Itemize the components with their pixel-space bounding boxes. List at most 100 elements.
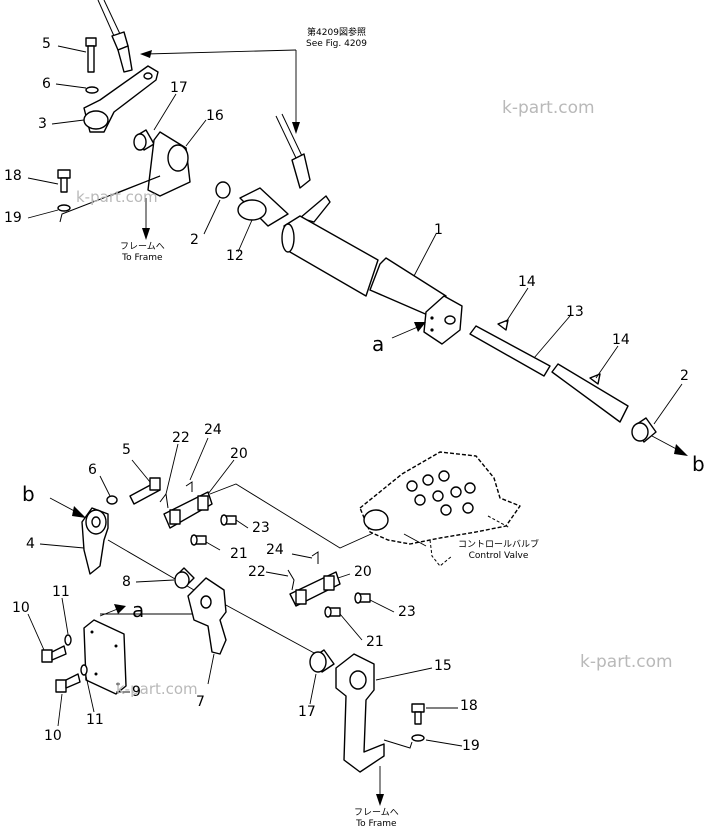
washer-19-upper xyxy=(57,204,71,212)
callout-19-lower: 19 xyxy=(462,738,480,754)
ref-a-bottom: a xyxy=(132,598,145,622)
to-frame-arrow-lower xyxy=(376,766,384,806)
callout-23-upper: 23 xyxy=(252,520,270,536)
control-valve xyxy=(359,451,521,567)
callout-9: 9 xyxy=(132,684,141,700)
bolt-5-lower xyxy=(129,477,161,505)
callout-12: 12 xyxy=(226,248,244,264)
callout-17-lower: 17 xyxy=(298,704,316,720)
watermark-bottom-left: k-part.com xyxy=(116,680,198,698)
lever-7 xyxy=(187,577,227,655)
watermark-bottom-right: k-part.com xyxy=(580,652,673,672)
to-frame-en-upper: To Frame xyxy=(122,253,163,263)
bolt-18-upper xyxy=(57,169,71,193)
callout-22-upper: 22 xyxy=(172,430,190,446)
bushing-17-upper xyxy=(133,129,155,151)
pin-23-lower xyxy=(354,592,371,604)
callout-22-lower: 22 xyxy=(248,564,266,580)
callout-5-lower: 5 xyxy=(122,442,131,458)
callout-18-lower: 18 xyxy=(460,698,478,714)
callout-10-upper: 10 xyxy=(12,600,30,616)
to-frame-arrow-upper xyxy=(142,198,150,240)
callout-6-lower: 6 xyxy=(88,462,97,478)
to-frame-jp-upper: フレームへ xyxy=(120,242,165,252)
bushing-8 xyxy=(174,567,195,589)
lever-3 xyxy=(83,65,159,133)
callout-2-left: 2 xyxy=(190,232,199,248)
control-valve-jp: コントロールバルブ xyxy=(458,540,540,550)
callout-24-lower: 24 xyxy=(266,542,284,558)
callout-4: 4 xyxy=(26,536,35,552)
washer-11-lower xyxy=(80,664,88,676)
bracket-16 xyxy=(109,131,191,197)
key-14-right xyxy=(589,373,601,385)
callout-14-left: 14 xyxy=(518,274,536,290)
callout-10-lower: 10 xyxy=(44,728,62,744)
pin-24-upper xyxy=(185,481,193,492)
callout-16: 16 xyxy=(206,108,224,124)
pin-23-upper xyxy=(220,514,237,526)
washer-11-upper xyxy=(64,634,72,646)
callout-11-upper: 11 xyxy=(52,584,70,600)
arrow-b-left xyxy=(49,497,86,518)
control-cable-upper xyxy=(97,0,133,73)
pin-13 xyxy=(469,325,629,423)
washer-19-lower xyxy=(411,734,425,742)
see-fig-note: 第4209図参照 See Fig. 4209 xyxy=(306,28,367,50)
clevis-20-upper xyxy=(163,491,213,529)
callout-8: 8 xyxy=(122,574,131,590)
watermark-top-left: k-part.com xyxy=(76,188,158,206)
callout-leaders xyxy=(27,45,683,747)
callout-11-lower: 11 xyxy=(86,712,104,728)
callout-5-upper: 5 xyxy=(42,36,51,52)
callout-13: 13 xyxy=(566,304,584,320)
ref-a-top: a xyxy=(372,332,385,356)
to-frame-note-upper: フレームへ To Frame xyxy=(120,242,165,264)
callout-21-lower: 21 xyxy=(366,634,384,650)
ref-b-right: b xyxy=(692,452,705,476)
spacer-12 xyxy=(237,187,289,227)
clevis-20-lower xyxy=(289,571,341,607)
callout-20-upper: 20 xyxy=(230,446,248,462)
arrow-a-bottom xyxy=(99,604,126,617)
washer-6 xyxy=(85,86,99,94)
callout-19-upper: 19 xyxy=(4,210,22,226)
control-valve-en: Control Valve xyxy=(468,551,529,561)
washer-6-lower xyxy=(106,495,118,505)
to-frame-en-lower: To Frame xyxy=(356,819,397,829)
see-fig-en: See Fig. 4209 xyxy=(306,39,368,49)
pin-21-lower xyxy=(324,606,341,618)
bracket-15 xyxy=(335,653,385,773)
callout-23-lower: 23 xyxy=(398,604,416,620)
bushing-17-lower xyxy=(309,649,335,673)
lever-4 xyxy=(81,507,109,575)
bushing-2-left xyxy=(215,181,231,199)
arrow-a-top xyxy=(391,322,426,339)
rod-line-upper xyxy=(107,483,381,591)
callout-6-upper: 6 xyxy=(42,76,51,92)
bolt-10-upper xyxy=(41,645,67,663)
control-cable-lower xyxy=(275,113,311,189)
bushing-2-right xyxy=(631,417,657,443)
to-frame-note-lower: フレームへ To Frame xyxy=(354,808,399,830)
callout-2-right: 2 xyxy=(680,368,689,384)
callout-24-upper: 24 xyxy=(204,422,222,438)
see-fig-jp: 第4209図参照 xyxy=(307,28,366,38)
callout-14-right: 14 xyxy=(612,332,630,348)
bolt-10-lower xyxy=(55,673,81,693)
pin-21-upper xyxy=(190,534,207,546)
bolt-18-lower xyxy=(411,703,425,725)
callout-7: 7 xyxy=(196,694,205,710)
key-14-left xyxy=(497,319,509,331)
cotter-pin-22-upper xyxy=(159,492,169,509)
callout-1: 1 xyxy=(434,222,443,238)
control-valve-note: コントロールバルブ Control Valve xyxy=(458,540,539,562)
shaft-1 xyxy=(281,195,463,345)
watermark-top-right: k-part.com xyxy=(502,98,595,118)
callout-20-lower: 20 xyxy=(354,564,372,580)
pin-24-lower xyxy=(311,551,319,564)
callout-21-upper: 21 xyxy=(230,546,248,562)
to-frame-jp-lower: フレームへ xyxy=(354,808,399,818)
